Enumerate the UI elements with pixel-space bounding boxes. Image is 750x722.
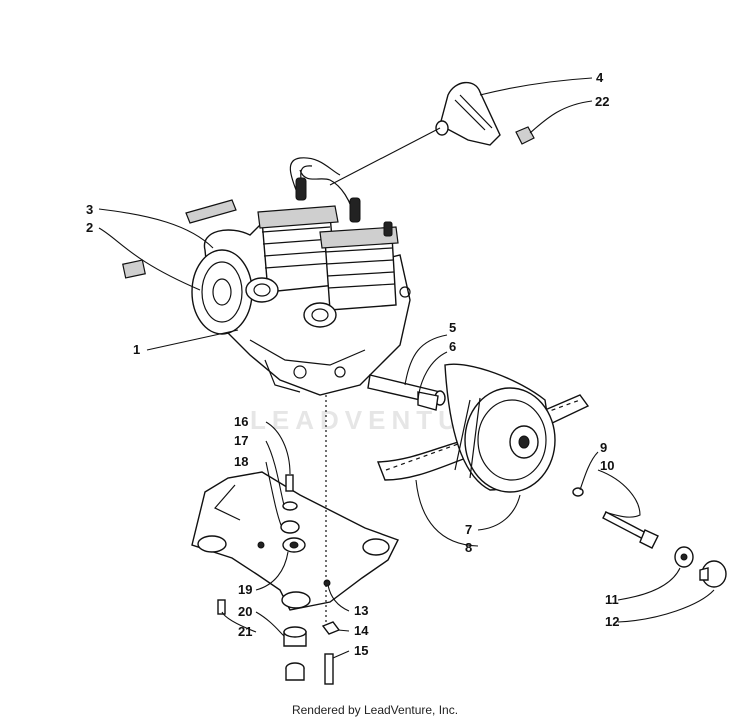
- callout-13: 13: [354, 603, 368, 618]
- callout-21: 21: [238, 624, 252, 639]
- callout-7: 7: [465, 522, 472, 537]
- callout-10: 10: [600, 458, 614, 473]
- callout-15: 15: [354, 643, 368, 658]
- bolt-16: [285, 474, 294, 492]
- callout-20: 20: [238, 604, 252, 619]
- clip-22: [515, 126, 535, 145]
- callout-8: 8: [465, 540, 472, 555]
- render-credit: Rendered by LeadVenture, Inc.: [291, 703, 459, 717]
- callout-labels: 1 2 3 4 22 5 6 7 8 9 10 11 12 13 14 15 1…: [86, 70, 619, 658]
- callout-2: 2: [86, 220, 93, 235]
- decal-2: [122, 259, 146, 279]
- spacer-18: [280, 520, 300, 534]
- callout-16: 16: [234, 414, 248, 429]
- decal-3: [185, 199, 237, 224]
- callout-11: 11: [605, 592, 619, 607]
- drive-clutch: [376, 363, 590, 493]
- callout-12: 12: [605, 614, 619, 629]
- mount-bracket: [435, 81, 501, 146]
- callout-14: 14: [354, 623, 369, 638]
- bolt-21: [217, 599, 226, 615]
- leader-lines: [98, 77, 715, 659]
- callout-19: 19: [238, 582, 252, 597]
- callout-1: 1: [133, 342, 140, 357]
- callout-17: 17: [234, 433, 248, 448]
- engine-assembly: [191, 157, 446, 411]
- callout-6: 6: [449, 339, 456, 354]
- callout-4: 4: [596, 70, 604, 85]
- callout-3: 3: [86, 202, 93, 217]
- callout-22: 22: [595, 94, 609, 109]
- bolt-15: [324, 653, 334, 685]
- washer-9: [572, 487, 584, 497]
- callout-18: 18: [234, 454, 248, 469]
- callout-5: 5: [449, 320, 456, 335]
- callout-9: 9: [600, 440, 607, 455]
- washer-17: [282, 501, 298, 511]
- nut-14: [321, 621, 341, 635]
